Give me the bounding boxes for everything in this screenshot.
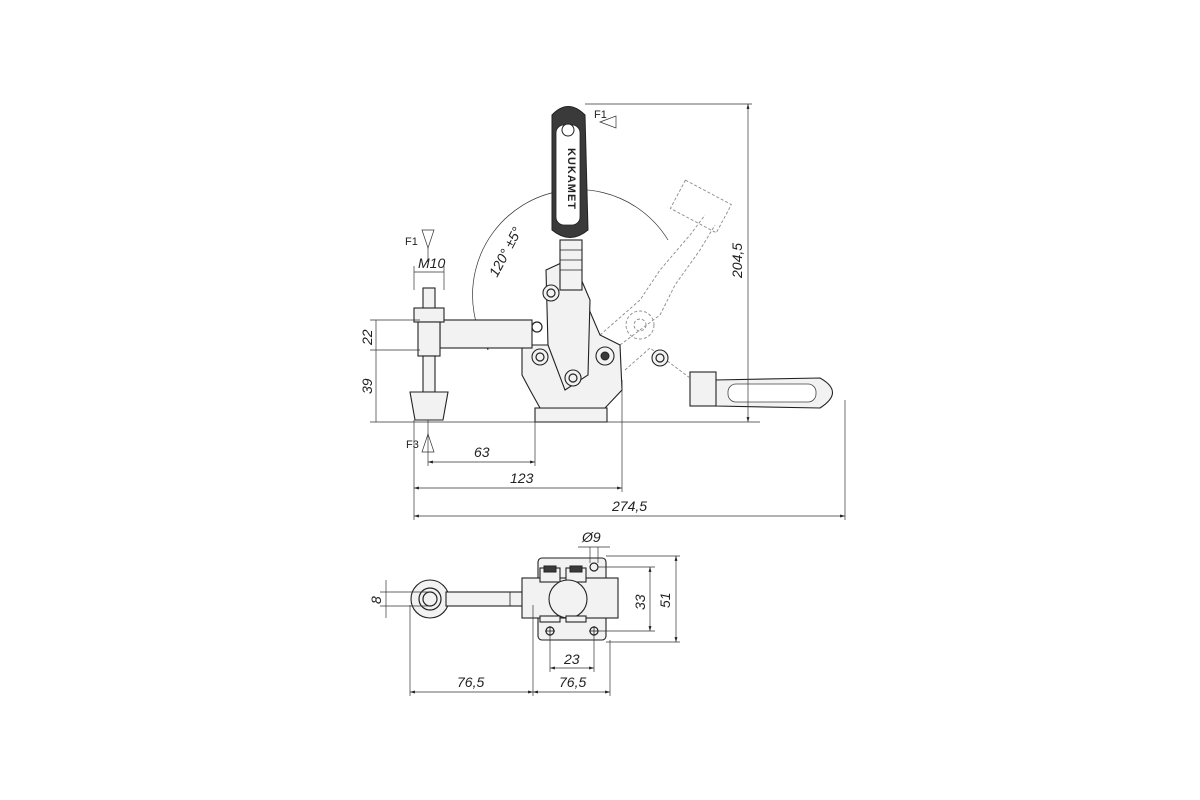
- dimension-204: 204,5: [585, 103, 752, 422]
- top-view: 8 Ø9 33 51 23: [368, 529, 680, 696]
- dimension-33: 33: [598, 566, 655, 632]
- handle-grip: KUKAMET: [551, 106, 589, 238]
- dimension-76-left-label: 76,5: [457, 674, 484, 690]
- force-f1-handle: F1: [594, 109, 617, 129]
- body-top: [521, 565, 619, 623]
- dimension-22: 22: [359, 319, 420, 351]
- handle-grip-open-position: [624, 347, 834, 409]
- thread-label: M10: [418, 255, 445, 271]
- spindle: [409, 287, 449, 421]
- dimension-63-label: 63: [474, 444, 490, 460]
- dimension-76-right-label: 76,5: [559, 674, 586, 690]
- dimension-39: 39: [359, 350, 377, 422]
- dimension-123: 123: [414, 470, 622, 490]
- dimension-8: 8: [368, 580, 430, 618]
- thread-dimension: M10: [413, 255, 445, 290]
- f1-handle-label: F1: [594, 109, 607, 121]
- spindle-cap-top: [410, 579, 450, 619]
- arm-top: [445, 591, 535, 607]
- dimension-51: 51: [606, 555, 680, 643]
- handle-open-position-outline: [599, 179, 732, 346]
- f3-label: F3: [406, 439, 419, 451]
- lever-link: [531, 257, 615, 391]
- dimension-8-label: 8: [368, 596, 384, 604]
- spindle-arm: [439, 319, 533, 349]
- dimension-51-label: 51: [657, 592, 673, 608]
- dimension-76-left: 76,5: [409, 605, 611, 696]
- dimension-76-right: 76,5: [533, 674, 610, 694]
- dimension-274-label: 274,5: [611, 498, 647, 514]
- dimension-hole: Ø9: [578, 529, 610, 563]
- side-view: KUKAMET F1 F1 F3: [359, 103, 846, 520]
- angle-label: 120° ±5°: [486, 224, 526, 279]
- dimension-274: 274,5: [414, 498, 845, 518]
- swing-arc: [472, 189, 669, 351]
- dimension-hole-label: Ø9: [581, 529, 601, 545]
- force-f3: F3: [406, 432, 435, 453]
- handle-shaft: [559, 239, 583, 291]
- dimension-63: 63: [428, 444, 535, 464]
- dimension-123-label: 123: [510, 470, 534, 486]
- dimension-33-label: 33: [632, 594, 648, 610]
- dimension-23: 23: [549, 636, 595, 672]
- f1-top-label: F1: [405, 236, 418, 248]
- dimension-204-label: 204,5: [729, 243, 745, 279]
- dimension-22-label: 22: [359, 329, 375, 346]
- handle-brand-label: KUKAMET: [565, 148, 577, 210]
- dimension-23-label: 23: [563, 651, 580, 667]
- force-f1-top: F1: [405, 229, 435, 262]
- dimension-39-label: 39: [359, 378, 375, 394]
